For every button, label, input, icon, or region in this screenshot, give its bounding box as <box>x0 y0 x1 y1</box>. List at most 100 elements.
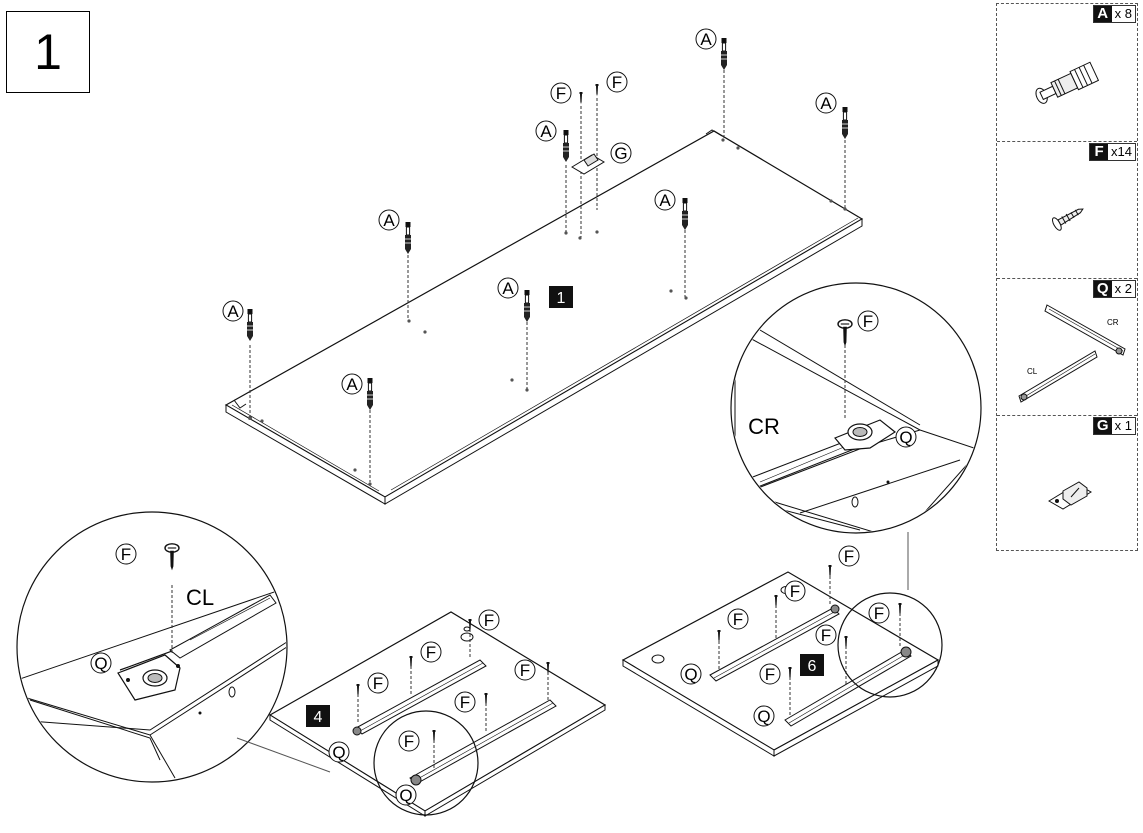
substep-badge-main: 1 <box>549 286 573 308</box>
label-a: A <box>695 28 717 50</box>
callout-labels-left-magnifier: F Q CL <box>90 543 214 674</box>
label-q: Q <box>680 663 702 685</box>
svg-text:F: F <box>556 84 566 103</box>
label-g: G <box>610 142 632 164</box>
substep-badge-right: 6 <box>800 654 824 676</box>
svg-text:F: F <box>121 545 131 564</box>
part-tag: A x 8 <box>1092 5 1136 23</box>
label-q: Q <box>328 741 350 763</box>
label-a: A <box>341 373 363 395</box>
parts-list-panel: A x 8 F x14 Q <box>996 3 1138 551</box>
label-f: F <box>815 624 837 646</box>
svg-text:F: F <box>404 732 414 751</box>
label-f: F <box>784 580 806 602</box>
magnifier-ring-right-inner <box>837 592 943 698</box>
svg-text:A: A <box>346 375 358 394</box>
svg-text:F: F <box>520 661 530 680</box>
part-tag: Q x 2 <box>1092 280 1136 298</box>
label-cr: CR <box>748 414 780 439</box>
label-f: F <box>420 641 442 663</box>
label-a: A <box>535 120 557 142</box>
callout-labels-right-magnifier: F Q CR <box>748 310 917 448</box>
label-q: Q <box>395 784 417 806</box>
bracket-icon <box>1048 481 1092 510</box>
label-f: F <box>838 545 860 567</box>
magnifier-right <box>730 282 982 590</box>
label-f: F <box>606 71 628 93</box>
part-tag: G x 1 <box>1092 417 1136 435</box>
svg-text:F: F <box>790 582 800 601</box>
label-q: Q <box>753 705 775 727</box>
part-sublabel-cl: CL <box>1027 367 1038 376</box>
part-sublabel-cr: CR <box>1107 318 1119 327</box>
svg-text:F: F <box>844 547 854 566</box>
svg-text:F: F <box>874 604 884 623</box>
label-q: Q <box>895 426 917 448</box>
svg-text:6: 6 <box>808 658 817 675</box>
bracket-g <box>571 153 605 175</box>
svg-text:F: F <box>426 643 436 662</box>
svg-text:G: G <box>614 144 627 163</box>
callout-labels-right-panel: F F F F F F Q Q <box>680 545 890 727</box>
svg-text:A: A <box>820 94 832 113</box>
guide-lines <box>249 70 846 482</box>
label-a: A <box>654 189 676 211</box>
screw-icon <box>1052 208 1084 231</box>
guide-lines-left <box>357 629 549 770</box>
label-f: F <box>727 608 749 630</box>
label-a: A <box>222 300 244 322</box>
label-a: A <box>497 277 519 299</box>
panel-holes <box>248 138 847 486</box>
svg-text:A: A <box>383 211 395 230</box>
label-f: F <box>550 82 572 104</box>
svg-text:A: A <box>700 30 712 49</box>
svg-text:F: F <box>863 312 873 331</box>
label-f: F <box>759 663 781 685</box>
svg-text:A: A <box>540 122 552 141</box>
svg-text:Q: Q <box>94 654 107 673</box>
label-f: F <box>367 672 389 694</box>
cam-dowel-icon <box>1035 61 1100 104</box>
svg-text:F: F <box>765 665 775 684</box>
svg-text:A: A <box>659 191 671 210</box>
magnifier-ring-left-inner <box>373 710 479 816</box>
drawer-runner-icon: CR CL <box>1018 304 1126 403</box>
label-f: F <box>857 310 879 332</box>
label-cl: CL <box>186 585 214 610</box>
callout-labels-main: A A A A A A A A F F G <box>222 28 837 395</box>
part-item-a: A x 8 <box>997 4 1137 142</box>
svg-text:F: F <box>821 626 831 645</box>
svg-text:F: F <box>460 693 470 712</box>
svg-text:Q: Q <box>332 743 345 762</box>
label-q: Q <box>90 652 112 674</box>
svg-text:F: F <box>612 73 622 92</box>
label-f: F <box>454 691 476 713</box>
step-number-box: 1 <box>6 11 90 93</box>
label-f: F <box>398 730 420 752</box>
label-a: A <box>815 92 837 114</box>
svg-text:F: F <box>484 611 494 630</box>
label-f: F <box>115 543 137 565</box>
svg-text:F: F <box>373 674 383 693</box>
svg-text:A: A <box>502 279 514 298</box>
svg-text:Q: Q <box>757 707 770 726</box>
substep-badge-left: 4 <box>306 705 330 727</box>
main-panel <box>224 129 864 505</box>
label-f: F <box>868 602 890 624</box>
part-item-f: F x14 <box>997 142 1137 279</box>
svg-text:F: F <box>733 610 743 629</box>
drawer-panel-right <box>621 571 940 757</box>
svg-text:A: A <box>227 302 239 321</box>
step-number: 1 <box>34 24 62 80</box>
svg-text:Q: Q <box>684 665 697 684</box>
svg-text:1: 1 <box>557 290 566 307</box>
callout-labels-left-panel: F F F F F F Q Q <box>328 609 536 806</box>
screw-parts <box>579 84 599 104</box>
svg-text:Q: Q <box>399 786 412 805</box>
guide-lines-right <box>718 576 901 717</box>
label-a: A <box>378 209 400 231</box>
part-tag: F x14 <box>1089 143 1136 161</box>
part-item-g: G x 1 <box>997 416 1137 552</box>
label-f: F <box>478 609 500 631</box>
